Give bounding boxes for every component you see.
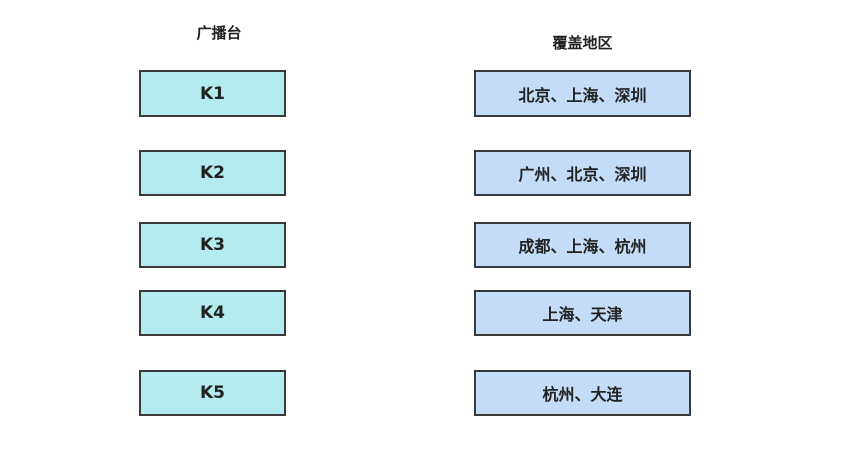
coverage-box-k1: 北京、上海、深圳 (474, 70, 691, 117)
coverage-box-k5: 杭州、大连 (474, 370, 691, 416)
station-box-k4: K4 (139, 290, 286, 336)
station-box-k5: K5 (139, 370, 286, 416)
station-box-k3: K3 (139, 222, 286, 268)
station-column-header: 广播台 (196, 24, 242, 42)
coverage-box-k4: 上海、天津 (474, 290, 691, 336)
station-box-k1: K1 (139, 70, 286, 117)
coverage-box-k3: 成都、上海、杭州 (474, 222, 691, 268)
coverage-column-header: 覆盖地区 (552, 34, 613, 52)
station-box-k2: K2 (139, 150, 286, 196)
coverage-box-k2: 广州、北京、深圳 (474, 150, 691, 196)
